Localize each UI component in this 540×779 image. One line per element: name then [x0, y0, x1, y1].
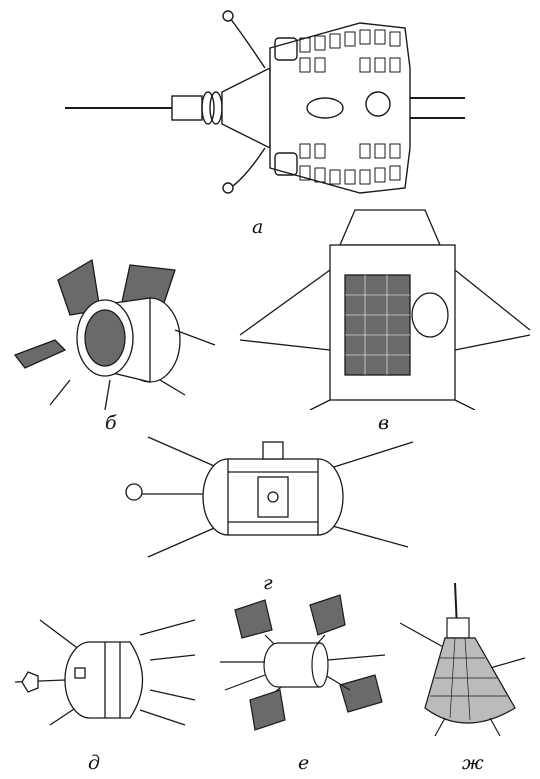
figure-v [235, 200, 535, 410]
capsule-satellite-drawing [14, 619, 196, 726]
satellite-frame-drawing [239, 209, 531, 410]
figure-a [60, 8, 480, 198]
figure-e [210, 590, 390, 740]
caption-zh: ж [462, 752, 484, 774]
caption-d: д [88, 752, 101, 774]
figure-g [118, 432, 418, 562]
conical-satellite-drawing [399, 582, 526, 737]
caption-a: а [252, 216, 264, 238]
caption-v: в [378, 412, 390, 434]
satellite-with-solar-panels-drawing [13, 258, 216, 410]
satellite-with-four-panels-drawing [220, 594, 386, 731]
caption-e: е [298, 752, 310, 774]
spacecraft-probe-drawing [65, 10, 465, 194]
figure-d [10, 610, 200, 730]
figure-b [10, 240, 220, 410]
cylindrical-satellite-with-antennas-drawing [125, 436, 414, 558]
caption-g: г [263, 572, 273, 594]
figure-zh [395, 578, 535, 738]
caption-b: б [105, 412, 117, 434]
